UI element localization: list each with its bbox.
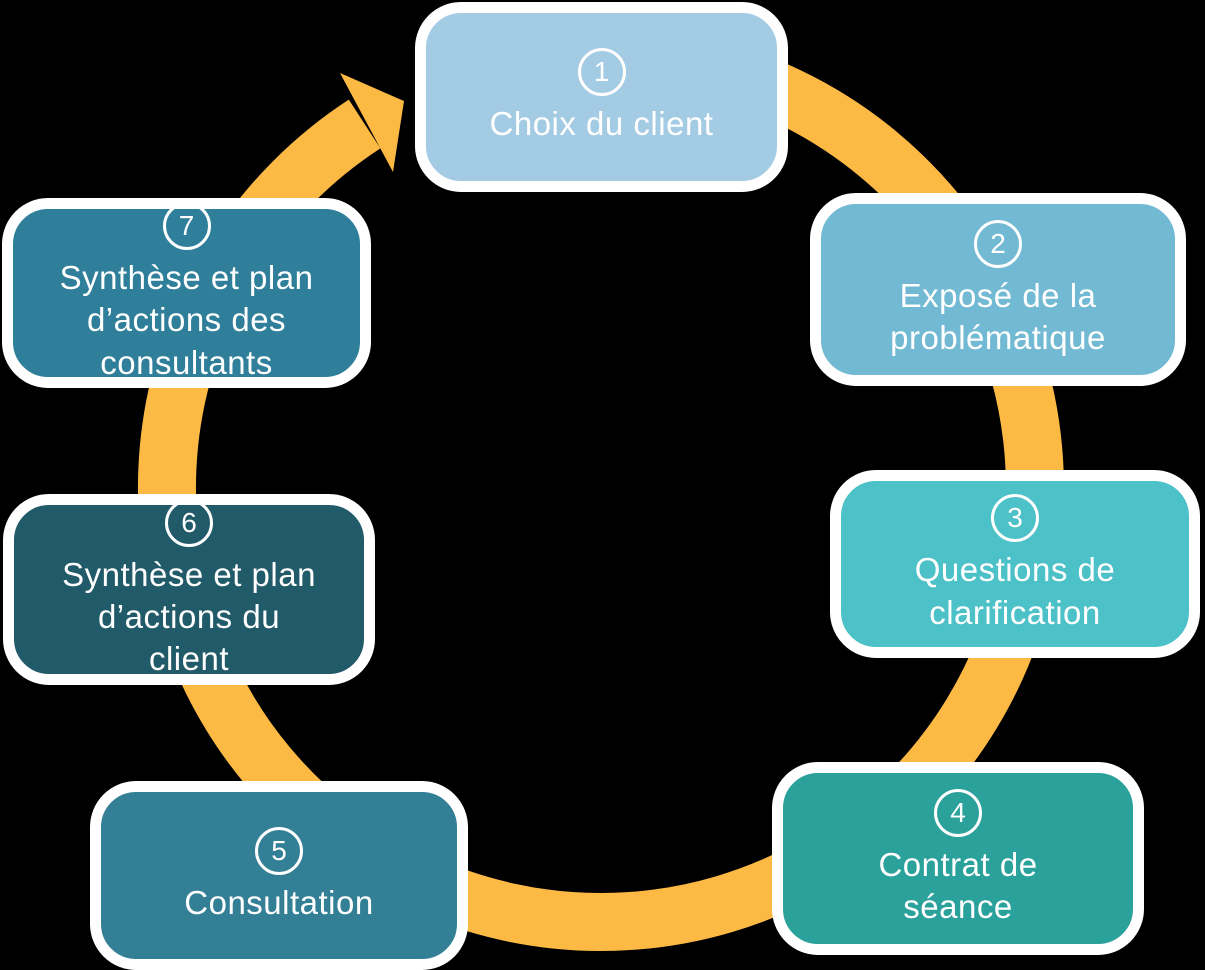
step-label-1: Choix du client [489,105,714,143]
step-box-1: 1 Choix du client [415,2,788,192]
step-number-6: 6 [165,498,213,547]
step-box-7: 7 Synthèse et plan d’actions des consult… [2,198,371,388]
step-label-5: Consultation [184,883,374,921]
step-label-2: Exposé de la problématique [890,276,1106,356]
step-label-7: Synthèse et plan d’actions des consultan… [59,259,314,381]
step-box-3: 3 Questions de clarification [830,470,1200,658]
step-box-4: 4 Contrat de séance [772,762,1144,955]
step-number-7: 7 [162,202,211,251]
cycle-arrow-head-icon [340,73,404,172]
step-number-4: 4 [934,788,982,837]
step-label-4: Contrat de séance [878,845,1038,925]
step-number-2: 2 [974,219,1022,268]
step-label-6: Synthèse et plan d’actions du client [62,555,316,678]
step-label-3: Questions de clarification [914,551,1116,631]
step-box-2: 2 Exposé de la problématique [810,193,1186,386]
step-box-6: 6 Synthèse et plan d’actions du client [3,494,375,685]
step-box-5: 5 Consultation [90,781,468,970]
step-number-3: 3 [991,494,1039,543]
step-number-5: 5 [255,826,303,875]
step-number-1: 1 [577,48,626,97]
